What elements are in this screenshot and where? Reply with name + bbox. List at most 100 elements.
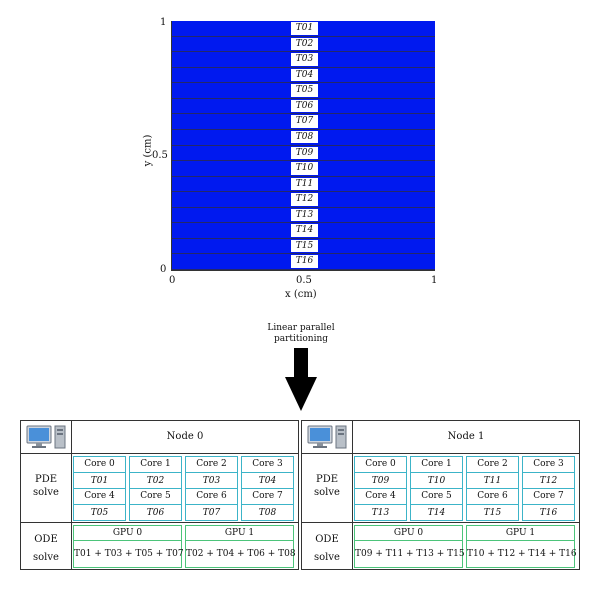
down-arrow-shaft — [294, 348, 308, 378]
pde-label-line-2: solve — [33, 487, 59, 498]
strip-task-label: T12 — [291, 193, 318, 206]
core-name: Core 3 — [242, 457, 293, 473]
core-task: T09 — [371, 476, 390, 486]
core-name: Core 7 — [523, 489, 574, 505]
core-task: T13 — [371, 508, 390, 518]
core-task: T07 — [202, 508, 221, 518]
core-name: Core 6 — [467, 489, 518, 505]
core-name: Core 7 — [242, 489, 293, 505]
column-divider — [71, 453, 72, 569]
core-task: T08 — [258, 508, 277, 518]
domain-strip: T06 — [171, 99, 435, 115]
gpu-tasks: T10 + T12 + T14 + T16 — [467, 549, 577, 559]
core-cell-7: Core 7 T08 — [241, 488, 294, 521]
gpu-cell-0: GPU 0 T09 + T11 + T13 + T15 — [354, 525, 465, 568]
core-task: T03 — [202, 476, 221, 486]
gpu-tasks: T09 + T11 + T13 + T15 — [355, 549, 465, 559]
pde-label-line-1: PDE — [315, 474, 339, 485]
core-name: Core 2 — [186, 457, 237, 473]
core-cell-2: Core 2 T03 — [185, 456, 238, 489]
ode-label-line-1: ODE — [34, 534, 58, 545]
x-axis-label: x (cm) — [285, 289, 317, 300]
core-task: T02 — [146, 476, 165, 486]
gpu-name: GPU 0 — [355, 526, 462, 541]
core-cell-1: Core 1 T02 — [129, 456, 182, 489]
core-task: T01 — [90, 476, 109, 486]
core-cell-6: Core 6 T07 — [185, 488, 238, 521]
ode-label-line-2: solve — [314, 552, 340, 563]
gpu-tasks: T02 + T04 + T06 + T08 — [186, 549, 296, 559]
core-name: Core 2 — [467, 457, 518, 473]
core-cell-5: Core 5 T14 — [410, 488, 463, 521]
strip-task-label: T03 — [291, 53, 318, 66]
strip-task-label: T11 — [291, 177, 318, 191]
domain-strip: T12 — [171, 192, 435, 208]
core-cell-3: Core 3 T12 — [522, 456, 575, 489]
domain-strip: T16 — [171, 254, 435, 270]
core-cell-3: Core 3 T04 — [241, 456, 294, 489]
header-divider — [352, 421, 353, 453]
core-task: T04 — [258, 476, 277, 486]
core-task: T16 — [539, 508, 558, 518]
core-task: T06 — [146, 508, 165, 518]
row-divider — [302, 522, 579, 523]
x-tick-0-5: 0.5 — [296, 275, 312, 286]
core-cell-0: Core 0 T01 — [73, 456, 126, 489]
domain-strip: T13 — [171, 208, 435, 224]
strip-task-label: T05 — [291, 84, 318, 97]
caption-line-2: partitioning — [273, 334, 329, 344]
core-task: T05 — [90, 508, 109, 518]
domain-strip: T09 — [171, 146, 435, 162]
strip-task-label: T01 — [291, 22, 318, 35]
domain-strip: T01 — [171, 21, 435, 37]
gpu-tasks: T01 + T03 + T05 + T07 — [74, 549, 184, 559]
strip-task-label: T04 — [291, 68, 318, 82]
core-name: Core 1 — [411, 457, 462, 473]
node-title: Node 0 — [166, 431, 204, 442]
core-task: T10 — [427, 476, 446, 486]
domain-strip: T10 — [171, 161, 435, 177]
core-name: Core 3 — [523, 457, 574, 473]
core-task: T15 — [483, 508, 502, 518]
y-axis-line — [171, 21, 172, 271]
core-name: Core 5 — [411, 489, 462, 505]
row-divider — [21, 522, 298, 523]
core-task: T14 — [427, 508, 446, 518]
strip-task-label: T07 — [291, 115, 318, 128]
node-header: Node 0 — [21, 421, 298, 454]
core-cell-6: Core 6 T15 — [466, 488, 519, 521]
gpu-cell-0: GPU 0 T01 + T03 + T05 + T07 — [73, 525, 184, 568]
pde-label-line-1: PDE — [34, 474, 58, 485]
core-name: Core 0 — [355, 457, 406, 473]
ode-label-line-2: solve — [33, 552, 59, 563]
domain-strip: T03 — [171, 52, 435, 68]
strip-task-label: T10 — [291, 162, 318, 175]
strip-task-label: T15 — [291, 239, 318, 253]
ode-label-line-1: ODE — [315, 534, 339, 545]
x-axis-line — [171, 270, 435, 271]
ode-solve-label: ODE solve — [302, 531, 352, 567]
strip-task-label: T06 — [291, 99, 318, 113]
core-name: Core 0 — [74, 457, 125, 473]
ode-solve-label: ODE solve — [21, 531, 71, 567]
pde-solve-label: PDE solve — [21, 473, 71, 499]
domain-strip: T11 — [171, 177, 435, 193]
core-cell-5: Core 5 T06 — [129, 488, 182, 521]
caption-line-1: Linear parallel — [267, 323, 335, 333]
partition-caption: Linear parallel partitioning — [262, 323, 340, 345]
gpu-name: GPU 0 — [74, 526, 181, 541]
core-name: Core 5 — [130, 489, 181, 505]
core-name: Core 6 — [186, 489, 237, 505]
core-cell-1: Core 1 T10 — [410, 456, 463, 489]
core-task: T12 — [539, 476, 558, 486]
strip-task-label: T13 — [291, 208, 318, 222]
core-cell-0: Core 0 T09 — [354, 456, 407, 489]
y-tick-0: 0 — [160, 264, 167, 275]
strip-task-label: T08 — [291, 130, 318, 144]
core-name: Core 1 — [130, 457, 181, 473]
